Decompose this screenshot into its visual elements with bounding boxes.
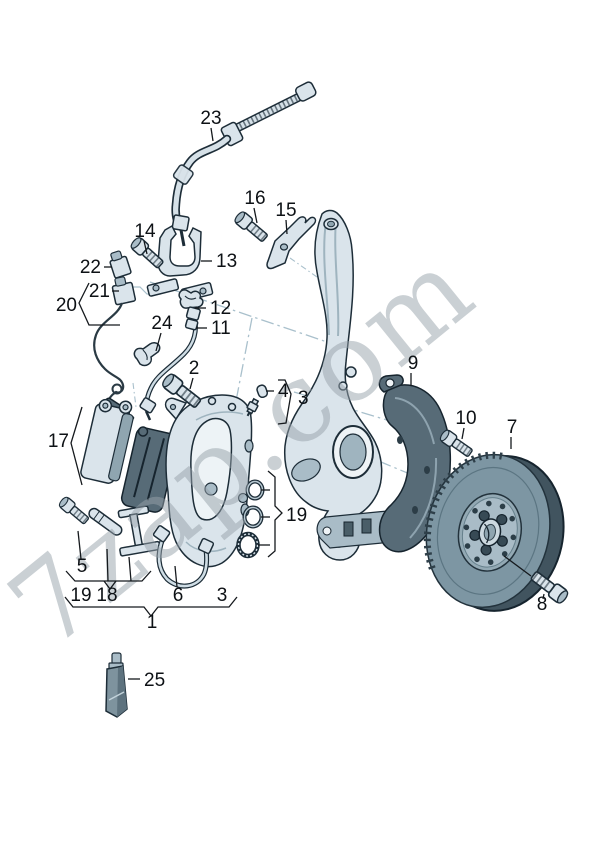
callout-3[interactable]: 3	[298, 388, 309, 409]
brake-caliper	[164, 394, 254, 568]
callout-16[interactable]: 16	[244, 188, 265, 209]
brake-pipe-11	[139, 306, 201, 421]
connector-22	[109, 250, 132, 279]
callout-19-rings[interactable]: 19	[286, 505, 307, 526]
dust-cap-4	[256, 384, 269, 399]
callout-7[interactable]: 7	[507, 417, 518, 438]
callout-14[interactable]: 14	[134, 221, 156, 242]
callout-1[interactable]: 1	[147, 612, 158, 633]
callout-20[interactable]: 20	[56, 295, 77, 316]
callout-9[interactable]: 9	[408, 353, 419, 374]
callout-21[interactable]: 21	[89, 281, 110, 302]
callout-8[interactable]: 8	[537, 594, 548, 615]
brake-disc	[423, 451, 565, 612]
callout-11[interactable]: 11	[211, 318, 231, 339]
callout-23[interactable]: 23	[200, 108, 221, 129]
grease-tube	[105, 652, 128, 718]
callout-3-kit[interactable]: 3	[217, 585, 228, 606]
brake-pads	[80, 398, 179, 513]
steering-knuckle	[283, 209, 383, 561]
callout-15[interactable]: 15	[275, 200, 296, 221]
bleeder-valve	[246, 397, 260, 417]
callout-18[interactable]: 18	[96, 585, 117, 606]
callout-2[interactable]: 2	[189, 358, 200, 379]
callout-13[interactable]: 13	[216, 251, 237, 272]
bolt-16	[233, 210, 270, 244]
spring-clip-12	[178, 289, 204, 309]
disc-vent-hatching	[423, 451, 503, 573]
pad-retainer-spring	[117, 505, 161, 557]
guide-pin	[88, 507, 123, 536]
callout-4[interactable]: 4	[278, 381, 289, 402]
caliper-pipe-6	[152, 525, 215, 589]
callout-19[interactable]: 19	[70, 585, 91, 606]
callout-12[interactable]: 12	[210, 298, 231, 319]
callout-6[interactable]: 6	[173, 585, 184, 606]
callout-leaders	[64, 127, 545, 680]
callout-5[interactable]: 5	[77, 556, 88, 577]
callout-17[interactable]: 17	[48, 431, 69, 452]
callout-22[interactable]: 22	[80, 257, 101, 278]
disc-hub	[457, 492, 522, 572]
callout-25[interactable]: 25	[144, 670, 165, 691]
connector-21	[111, 276, 137, 306]
callout-24[interactable]: 24	[151, 313, 173, 334]
callout-labels: 23 16 15 14 13 12 11 24 22 21 20 2 4 3 1…	[48, 108, 547, 691]
callout-10[interactable]: 10	[455, 408, 476, 429]
retainer-bracket	[266, 216, 317, 270]
pipe-clip-24	[133, 341, 161, 367]
brake-hose	[171, 81, 317, 247]
